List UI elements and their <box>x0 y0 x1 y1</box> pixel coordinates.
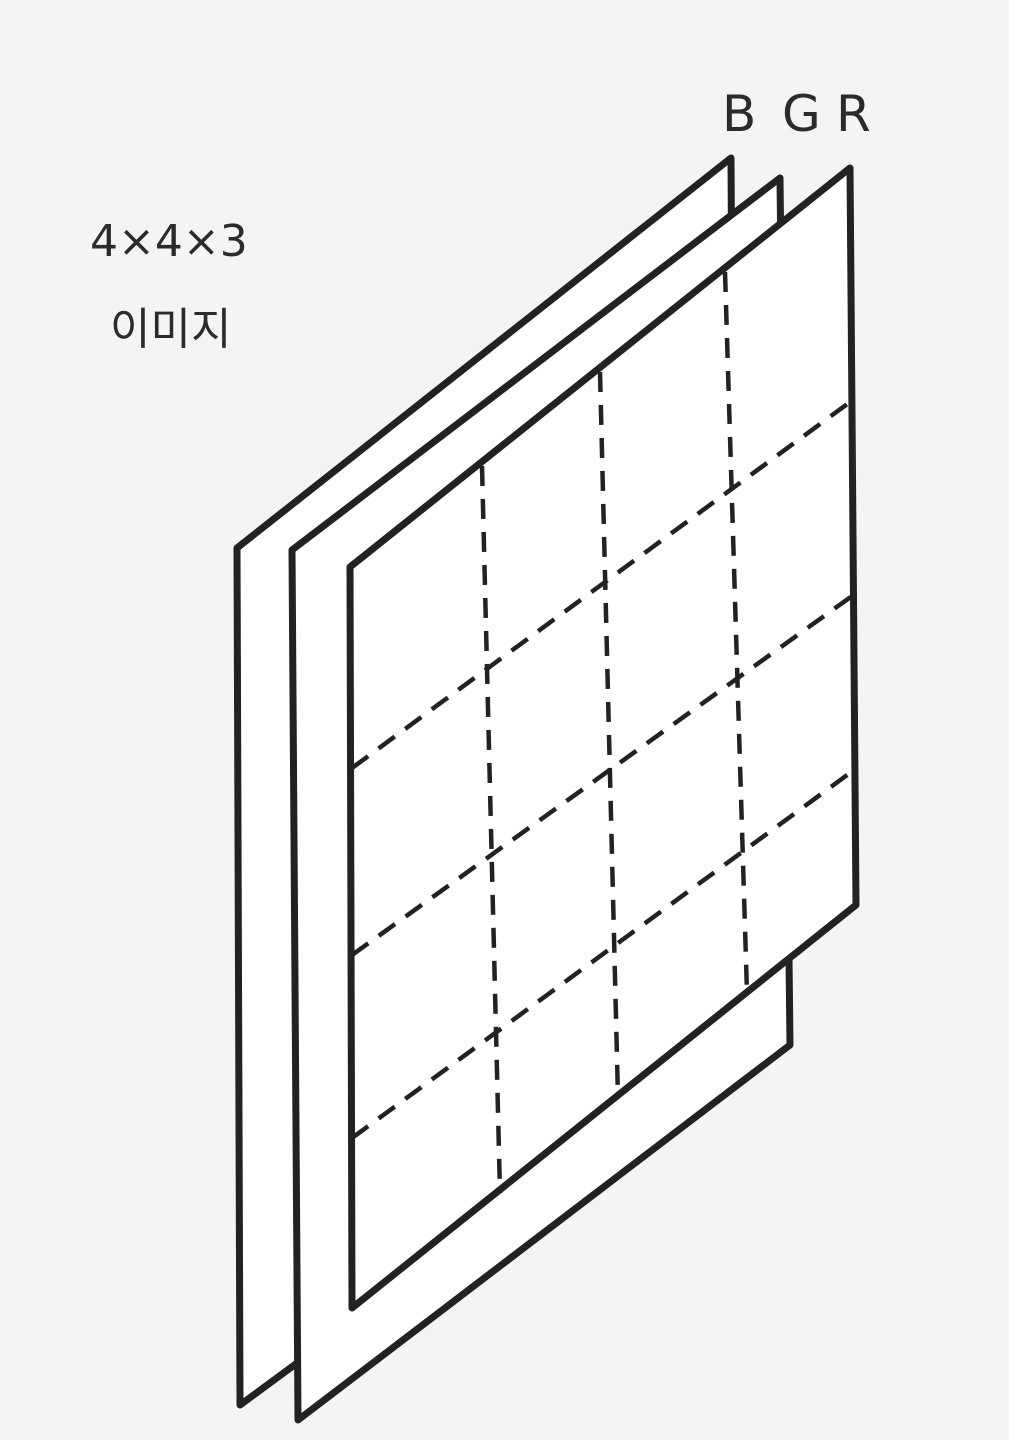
channel-label-r: R <box>836 85 871 143</box>
pixel-grid <box>350 271 856 1194</box>
caption-dimensions: 4×4×3 <box>90 216 248 267</box>
channel-label-b: B <box>722 85 756 143</box>
grid-horizontal-3 <box>350 768 856 1140</box>
grid-vertical-1 <box>479 465 503 1194</box>
grid-vertical-2 <box>597 371 621 1099</box>
grid-horizontal-1 <box>350 400 852 770</box>
channel-label-g: G <box>782 85 821 143</box>
grid-vertical-3 <box>722 271 750 994</box>
grid-horizontal-2 <box>350 594 854 957</box>
caption-image-label: 이미지 <box>110 304 231 355</box>
